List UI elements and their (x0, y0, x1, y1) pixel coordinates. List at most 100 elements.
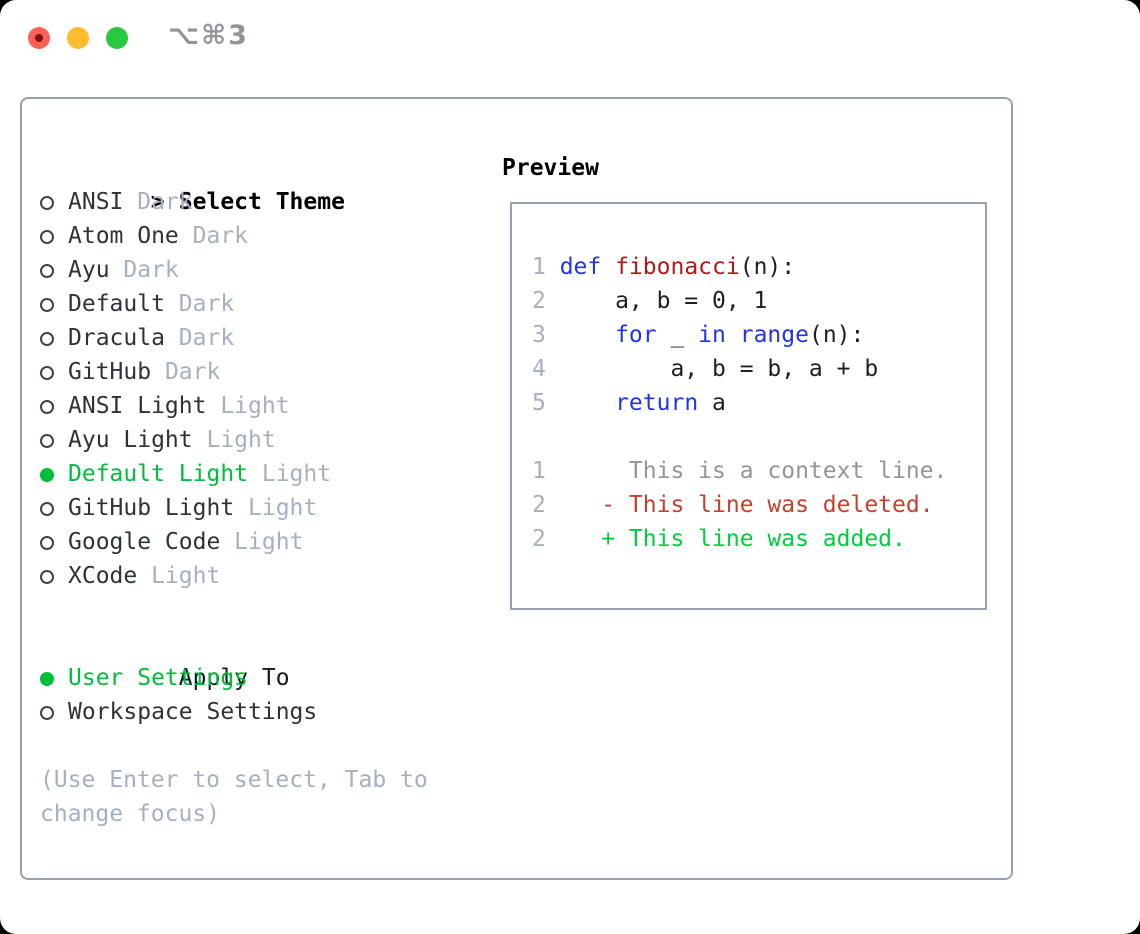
theme-option-ansi[interactable]: ANSI Dark (40, 185, 428, 219)
line-number: 5 (532, 390, 546, 416)
radio-icon (40, 570, 54, 584)
radio-icon (40, 264, 54, 278)
minimize-button[interactable] (67, 27, 89, 49)
radio-cell (40, 321, 68, 355)
theme-name: XCode (68, 563, 138, 589)
radio-icon (40, 366, 54, 380)
radio-selected-icon (40, 672, 54, 686)
apply-to-title: Apply To (178, 665, 290, 691)
line-number: 1 (532, 458, 546, 484)
selection-prompt-icon: > (150, 189, 165, 215)
theme-name: Dracula (68, 325, 165, 351)
theme-option-github-light[interactable]: GitHub Light Light (40, 491, 428, 525)
theme-list-title: Select Theme (178, 189, 345, 215)
theme-name: Default Light (68, 461, 249, 487)
theme-variant-label: Dark (164, 291, 235, 317)
radio-cell (40, 355, 68, 389)
apply-to-header: Apply To (40, 627, 428, 691)
radio-cell (40, 219, 68, 253)
radio-cell (40, 695, 68, 729)
theme-option-ayu[interactable]: Ayu Dark (40, 253, 428, 287)
radio-icon (40, 434, 54, 448)
theme-option-atom-one[interactable]: Atom One Dark (40, 219, 428, 253)
apply-option-label: User Settings (68, 665, 249, 691)
theme-variant-label: Dark (178, 223, 249, 249)
theme-option-xcode[interactable]: XCode Light (40, 559, 428, 593)
apply-option-workspace-settings[interactable]: Workspace Settings (40, 695, 428, 729)
theme-variant-label: Light (234, 495, 318, 521)
theme-option-google-code[interactable]: Google Code Light (40, 525, 428, 559)
theme-name: GitHub (68, 359, 152, 385)
radio-icon (40, 230, 54, 244)
diff-line: 2 - This line was deleted. (532, 488, 985, 522)
radio-selected-icon (40, 468, 54, 482)
apply-option-label: Workspace Settings (68, 699, 318, 725)
line-number: 1 (532, 254, 546, 280)
radio-cell (40, 423, 68, 457)
theme-list-header: > Select Theme (40, 151, 428, 215)
theme-name: Default (68, 291, 165, 317)
help-line-1: (Use Enter to select, Tab to (40, 767, 428, 793)
theme-option-default[interactable]: Default Dark (40, 287, 428, 321)
radio-cell (40, 185, 68, 219)
theme-name: ANSI (68, 189, 124, 215)
code-line: 2 a, b = 0, 1 (532, 284, 985, 318)
theme-name: ANSI Light (68, 393, 207, 419)
diff-line: 2 + This line was added. (532, 522, 985, 556)
preview-title: Preview (502, 155, 599, 181)
theme-name: Ayu Light (68, 427, 193, 453)
radio-icon (40, 536, 54, 550)
radio-cell (40, 559, 68, 593)
spacer (532, 420, 985, 454)
radio-cell (40, 661, 68, 695)
line-number: 2 (532, 492, 546, 518)
titlebar[interactable]: ⌥⌘3 (0, 0, 1140, 76)
spacer (40, 729, 428, 763)
theme-variant-label: Dark (123, 189, 193, 215)
theme-variant-label: Dark (164, 325, 235, 351)
apply-option-user-settings[interactable]: User Settings (40, 661, 428, 695)
theme-variant-label: Dark (109, 257, 179, 283)
radio-cell (40, 457, 68, 491)
line-number: 4 (532, 356, 546, 382)
line-number: 2 (532, 526, 546, 552)
line-number: 2 (532, 288, 546, 314)
radio-cell (40, 491, 68, 525)
code-line: 3 for _ in range(n): (532, 318, 985, 352)
theme-option-github[interactable]: GitHub Dark (40, 355, 428, 389)
theme-name: Ayu (68, 257, 110, 283)
radio-cell (40, 287, 68, 321)
radio-cell (40, 389, 68, 423)
radio-icon (40, 196, 54, 210)
radio-icon (40, 298, 54, 312)
line-number: 3 (532, 322, 546, 348)
diff-line: 1 This is a context line. (532, 454, 985, 488)
theme-option-dracula[interactable]: Dracula Dark (40, 321, 428, 355)
radio-cell (40, 525, 68, 559)
theme-name: Google Code (68, 529, 221, 555)
radio-icon (40, 332, 54, 346)
code-line: 5 return a (532, 386, 985, 420)
theme-variant-label: Light (192, 427, 276, 453)
close-button[interactable] (28, 27, 50, 49)
radio-icon (40, 502, 54, 516)
theme-option-default-light[interactable]: Default Light Light (40, 457, 428, 491)
maximize-button[interactable] (106, 27, 128, 49)
theme-option-ayu-light[interactable]: Ayu Light Light (40, 423, 428, 457)
window-shortcut-label: ⌥⌘3 (168, 20, 249, 51)
theme-variant-label: Light (220, 529, 304, 555)
help-text: (Use Enter to select, Tab to change focu… (40, 763, 428, 831)
theme-name: GitHub Light (68, 495, 235, 521)
radio-cell (40, 253, 68, 287)
code-line: 4 a, b = b, a + b (532, 352, 985, 386)
radio-icon (40, 706, 54, 720)
preview-diff-block: 1 This is a context line.2 - This line w… (532, 454, 985, 556)
theme-name: Atom One (68, 223, 179, 249)
theme-option-ansi-light[interactable]: ANSI Light Light (40, 389, 428, 423)
